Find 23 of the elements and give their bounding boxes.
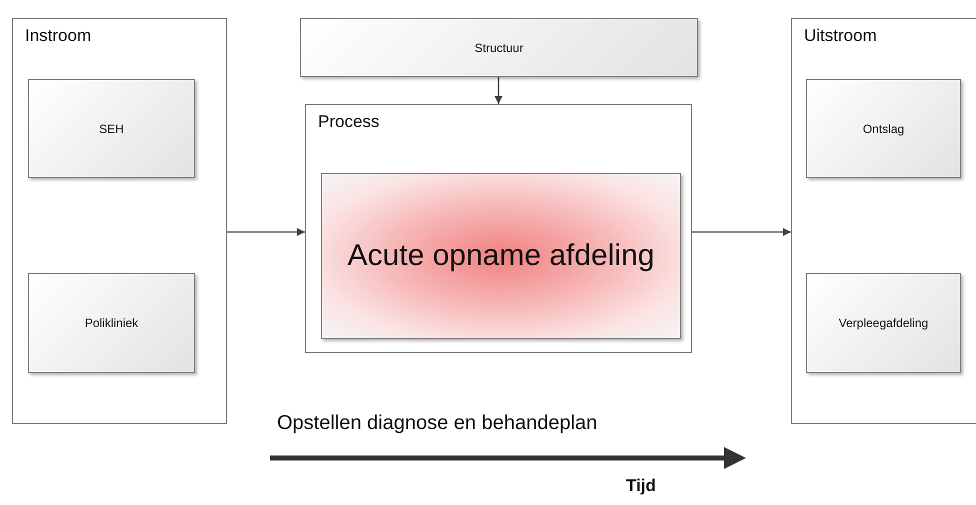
process-box: [806, 273, 961, 373]
box-label: Polikliniek: [84, 316, 138, 330]
box-label: Ontslag: [862, 122, 904, 136]
process-box: [321, 173, 681, 339]
box-label: Verpleegafdeling: [838, 316, 928, 330]
process-box: [300, 18, 698, 77]
group-box: [12, 18, 227, 424]
box-label: Structuur: [474, 40, 524, 54]
arrow: [494, 77, 502, 104]
group-box: [305, 104, 692, 353]
group-box: [791, 18, 976, 424]
process-box: [28, 273, 195, 373]
box-label: SEH: [99, 122, 124, 136]
arrow: [227, 228, 305, 236]
group-title: Uitstroom: [804, 26, 877, 46]
arrow: [692, 228, 791, 236]
group-title: Process: [318, 112, 380, 132]
group-title: Instroom: [25, 26, 92, 46]
box-label: Acute opname afdeling: [348, 239, 654, 273]
process-box: [806, 79, 961, 178]
axis-caption: Opstellen diagnose en behandeplan: [277, 412, 598, 435]
axis-label: Tijd: [626, 476, 656, 496]
process-box: [28, 79, 195, 178]
